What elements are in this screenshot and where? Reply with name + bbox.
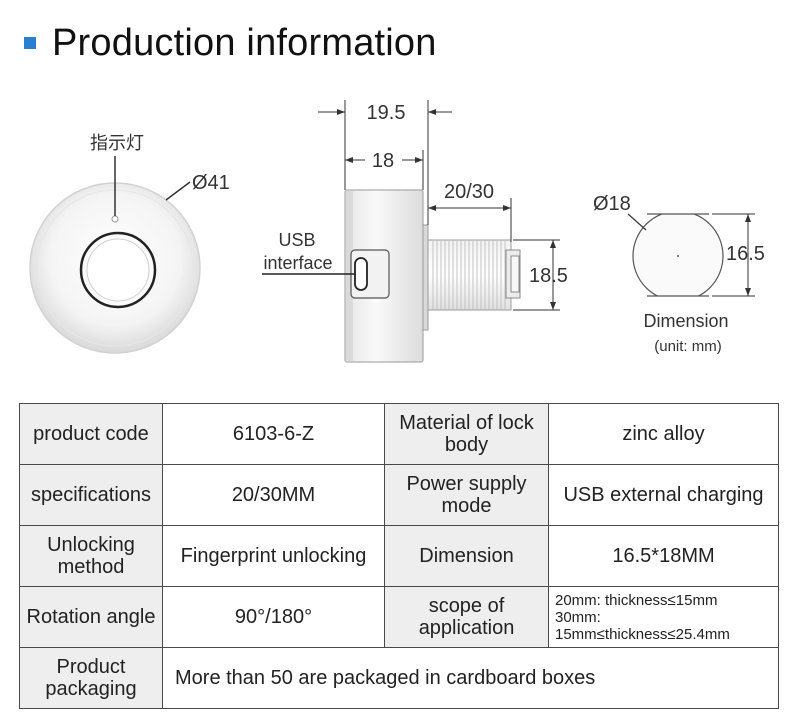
value-cell: Fingerprint unlocking <box>162 525 385 587</box>
value-cell: USB external charging <box>548 464 779 526</box>
page-header: Production information <box>24 18 437 68</box>
value-cell: zinc alloy <box>548 403 779 465</box>
dimension-caption: Dimension <box>643 311 728 331</box>
label-cell: specifications <box>19 464 163 526</box>
thread-length-label: 20/30 <box>444 181 494 203</box>
indicator-label: 指示灯 <box>90 133 144 153</box>
fingerprint-sensor <box>86 238 150 302</box>
value-cell: 6103-6-Z <box>162 403 385 465</box>
total-length-label: 19.5 <box>367 102 406 124</box>
section-view: Ø18 16.5 Dimension (unit: mm) <box>593 193 765 355</box>
indicator-light <box>111 215 119 223</box>
scope-cell: 20mm: thickness≤15mm 30mm: 15mm≤thicknes… <box>548 586 779 648</box>
usb-label-line1: USB <box>278 230 315 250</box>
scope-line: 15mm≤thickness≤25.4mm <box>555 625 730 643</box>
value-cell: More than 50 are packaged in cardboard b… <box>162 647 779 709</box>
label-cell: Rotation angle <box>19 586 163 648</box>
label-cell: product code <box>19 403 163 465</box>
label-cell: Unlocking method <box>19 525 163 587</box>
table-row: specifications 20/30MM Power supply mode… <box>19 464 779 526</box>
value-cell: 16.5*18MM <box>548 525 779 587</box>
unit-caption: (unit: mm) <box>654 338 722 355</box>
table-row: Product packaging More than 50 are packa… <box>19 647 779 709</box>
usb-port <box>354 257 368 291</box>
scope-line: 30mm: <box>555 608 601 626</box>
product-diagram: 指示灯 Ø41 USB interface <box>0 90 800 390</box>
side-view: USB interface 19.5 18 20/30 <box>262 100 568 363</box>
table-row: Unlocking method Fingerprint unlocking D… <box>19 525 779 587</box>
front-height-label: 16.5 <box>726 243 765 265</box>
body-length-label: 18 <box>372 150 394 172</box>
label-cell: Product packaging <box>19 647 163 709</box>
diagram-svg: 指示灯 Ø41 USB interface <box>29 100 765 363</box>
usb-label-line2: interface <box>263 253 332 273</box>
value-cell: 20/30MM <box>162 464 385 526</box>
page-title: Production information <box>52 21 437 64</box>
label-cell: Material of lock body <box>384 403 549 465</box>
table-row: product code 6103-6-Z Material of lock b… <box>19 403 779 465</box>
spec-table: product code 6103-6-Z Material of lock b… <box>19 403 779 709</box>
value-cell: 90°/180° <box>162 586 385 648</box>
label-cell: Power supply mode <box>384 464 549 526</box>
front-view: 指示灯 Ø41 <box>29 133 230 354</box>
table-row: Rotation angle 90°/180° scope of applica… <box>19 586 779 648</box>
outer-diameter-label: Ø41 <box>192 172 230 194</box>
scope-line: 20mm: thickness≤15mm <box>555 591 718 609</box>
label-cell: Dimension <box>384 525 549 587</box>
thread-height-label: 18.5 <box>529 265 568 287</box>
label-cell: scope of application <box>384 586 549 648</box>
front-diameter-label: Ø18 <box>593 193 631 215</box>
title-marker <box>24 37 36 49</box>
